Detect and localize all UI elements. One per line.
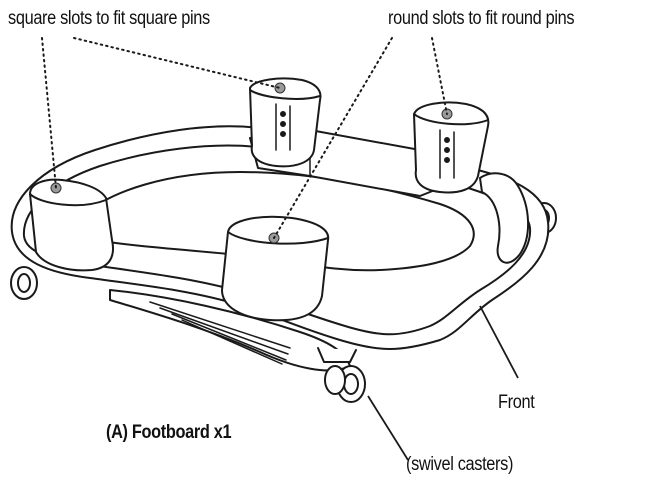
round-slots-label: round slots to fit round pins bbox=[388, 8, 575, 29]
front-center-post bbox=[221, 215, 330, 322]
round-slots-leader-center bbox=[273, 37, 393, 239]
footboard-right-arm bbox=[479, 172, 530, 264]
casters-label: (swivel casters) bbox=[406, 454, 514, 475]
round-slots-leader-right bbox=[431, 37, 448, 115]
rear-wheel bbox=[10, 266, 38, 300]
casters-leader bbox=[367, 395, 409, 461]
back-center-post bbox=[249, 77, 322, 168]
footboard-caption: (A) Footboard x1 bbox=[106, 422, 232, 443]
front-leader bbox=[479, 305, 519, 379]
square-slots-leader-left bbox=[41, 37, 57, 189]
support-ribs bbox=[149, 301, 291, 365]
square-slots-label: square slots to fit square pins bbox=[8, 8, 210, 29]
square-slots-leader-back bbox=[73, 37, 281, 89]
footboard-rim-lip bbox=[22, 144, 532, 336]
front-left-post bbox=[29, 178, 114, 272]
back-right-post bbox=[413, 101, 490, 194]
front-label: Front bbox=[498, 392, 535, 413]
swivel-caster bbox=[317, 347, 366, 403]
square-slot-marker-back bbox=[274, 82, 286, 94]
